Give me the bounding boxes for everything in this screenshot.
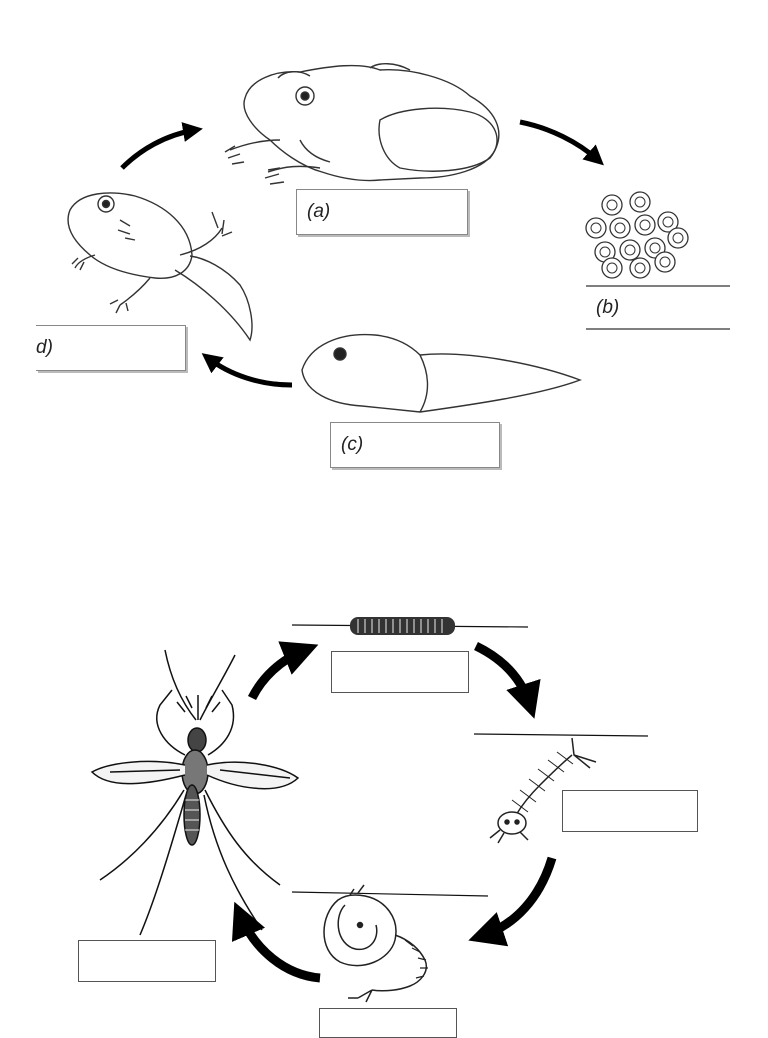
- water-line-larva: [473, 733, 649, 737]
- arrow-tadpole-to-froglet: [201, 353, 293, 388]
- water-line-pupa: [291, 891, 489, 897]
- arrow-eggs-to-larva: [473, 641, 541, 719]
- arrow-larva-to-pupa: [468, 856, 557, 947]
- egg-raft-illustration: [350, 617, 455, 635]
- label-a-text: (a): [307, 201, 331, 222]
- arrow-adult-to-eggs: [247, 641, 319, 701]
- frog-cycle-arrows: [120, 119, 604, 388]
- label-box-a[interactable]: (a): [296, 189, 468, 235]
- label-c-text: (c): [341, 434, 364, 455]
- label-area-b[interactable]: (b): [586, 288, 730, 328]
- larva-illustration: [489, 737, 597, 844]
- label-d-text: d): [36, 337, 53, 358]
- pupa-illustration: [323, 884, 428, 1003]
- label-box-larva[interactable]: [562, 790, 698, 832]
- arrow-adult-to-spawn: [519, 119, 604, 166]
- adult-mosquito-illustration: [90, 649, 300, 936]
- adult-frog-illustration: [224, 63, 500, 185]
- tadpole-illustration: [301, 333, 582, 413]
- froglet-illustration: [67, 192, 253, 342]
- label-box-adult[interactable]: [78, 940, 216, 982]
- arrow-pupa-to-adult: [231, 901, 321, 983]
- arrow-froglet-to-adult: [120, 122, 203, 170]
- frog-spawn-illustration: [585, 191, 689, 279]
- label-box-eggs[interactable]: [331, 651, 469, 693]
- label-box-d[interactable]: d): [36, 325, 186, 371]
- mosquito-cycle-arrows: [231, 641, 557, 983]
- label-b-text: (b): [596, 297, 620, 318]
- label-box-pupa[interactable]: [319, 1008, 457, 1038]
- label-box-c[interactable]: (c): [330, 422, 500, 468]
